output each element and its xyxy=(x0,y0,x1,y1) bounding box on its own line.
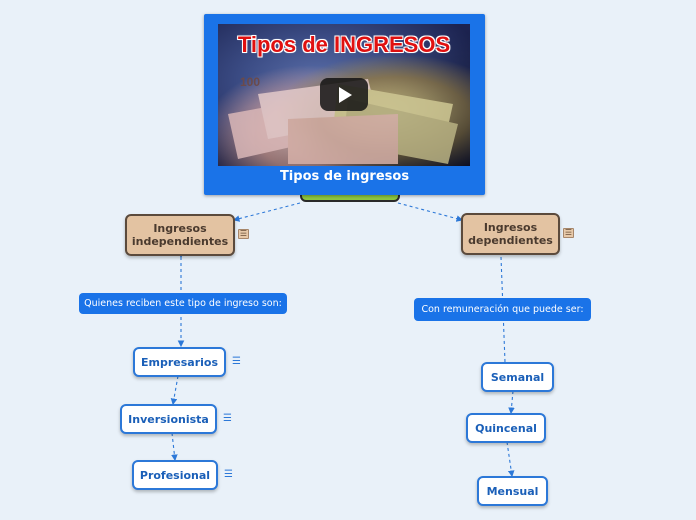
money-fan-image: 100 xyxy=(228,75,458,164)
node-profesional[interactable]: Profesional xyxy=(132,460,218,490)
node-mensual[interactable]: Mensual xyxy=(477,476,548,506)
node-label: Empresarios xyxy=(140,355,218,369)
video-title: Tipos de INGRESOS xyxy=(237,32,451,57)
node-semanal[interactable]: Semanal xyxy=(481,362,554,392)
node-label: Profesional xyxy=(139,468,211,482)
list-icon[interactable]: ☰ xyxy=(224,469,233,480)
root-title: Tipos de ingresos xyxy=(279,169,410,184)
svg-text:100: 100 xyxy=(240,75,260,89)
node-label: Semanal xyxy=(490,370,545,384)
note-icon[interactable]: ☰ xyxy=(563,228,574,238)
node-label: Mensual xyxy=(486,484,539,498)
note-icon[interactable]: ☰ xyxy=(238,229,249,239)
node-quincenal[interactable]: Quincenal xyxy=(466,413,546,443)
connector-text: Con remuneración que puede ser: xyxy=(421,304,584,315)
branch-label: Ingresos independientes xyxy=(131,222,229,248)
branch-ingresos-dependientes[interactable]: Ingresos dependientes xyxy=(461,213,560,255)
node-empresarios[interactable]: Empresarios xyxy=(133,347,226,377)
connector-label-dependientes: Con remuneración que puede ser: xyxy=(414,298,591,321)
node-inversionista[interactable]: Inversionista xyxy=(120,404,217,434)
branch-ingresos-independientes[interactable]: Ingresos independientes xyxy=(125,214,235,256)
root-node[interactable]: 100 Tipos de INGRESOS Tipos de ingresos xyxy=(204,14,485,195)
node-label: Quincenal xyxy=(475,421,537,435)
branch-label: Ingresos dependientes xyxy=(468,221,553,247)
list-icon[interactable]: ☰ xyxy=(223,413,232,424)
node-label: Inversionista xyxy=(128,412,209,426)
connector-text: Quienes reciben este tipo de ingreso son… xyxy=(84,298,282,309)
list-icon[interactable]: ☰ xyxy=(232,356,241,367)
connector-label-independientes: Quienes reciben este tipo de ingreso son… xyxy=(79,293,287,314)
video-thumbnail[interactable]: 100 Tipos de INGRESOS xyxy=(218,24,470,166)
play-icon[interactable] xyxy=(320,78,368,111)
